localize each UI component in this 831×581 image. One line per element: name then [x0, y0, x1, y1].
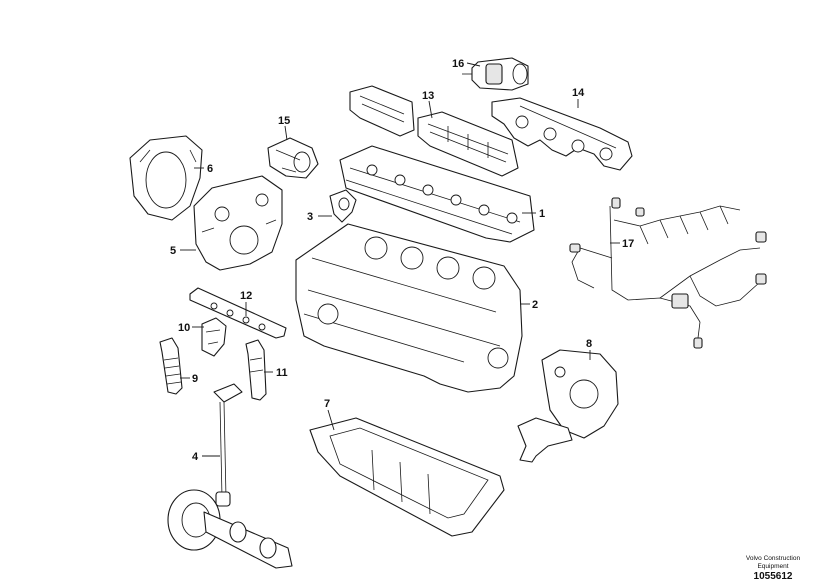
- callout-2: 2: [532, 299, 538, 311]
- callout-3: 3: [307, 211, 313, 223]
- credit-line-2: Equipment: [757, 563, 788, 570]
- callout-16: 16: [452, 58, 464, 70]
- part-thermostat-housing: [329, 189, 357, 223]
- callout-1: 1: [539, 208, 545, 220]
- part-injector-9: [159, 337, 183, 395]
- callout-5: 5: [170, 245, 176, 257]
- part-egr-valve: [462, 57, 529, 91]
- credit-block: Volvo Construction Equipment 1055612: [746, 555, 801, 581]
- callout-11: 11: [276, 367, 288, 379]
- callout-12: 12: [240, 290, 252, 302]
- part-engine-block: [295, 223, 523, 393]
- part-exhaust-manifold: [491, 97, 633, 171]
- callout-8: 8: [586, 338, 592, 350]
- credit-line-1: Volvo Construction: [746, 555, 801, 562]
- callout-labels: 16 14 13 15 6 1 3 5 17 2 12 10 8 11 9 7 …: [170, 58, 634, 463]
- callout-4: 4: [192, 451, 199, 463]
- part-valve-covers: [349, 85, 519, 177]
- part-pushrod: [213, 383, 243, 507]
- callout-9: 9: [192, 373, 198, 385]
- callout-6: 6: [207, 163, 213, 175]
- callout-17: 17: [622, 238, 634, 250]
- part-starter-motor: [267, 137, 319, 179]
- part-timing-gear-case: [193, 175, 283, 271]
- callout-7: 7: [324, 398, 330, 410]
- part-cylinder-head: [339, 145, 535, 243]
- leader-lines: [180, 62, 620, 457]
- part-fuel-rail: [189, 287, 287, 339]
- callout-13: 13: [422, 90, 434, 102]
- part-oil-pump: [517, 349, 619, 463]
- part-fuel-valve: [201, 317, 227, 357]
- callout-15: 15: [278, 115, 290, 127]
- part-oil-pan: [309, 417, 505, 537]
- callout-14: 14: [572, 87, 585, 99]
- document-number: 1055612: [754, 571, 793, 581]
- part-injector-11: [245, 339, 267, 401]
- callout-10: 10: [178, 322, 190, 334]
- part-flywheel-housing: [129, 135, 203, 221]
- part-camshaft: [167, 489, 293, 569]
- part-wiring-harness: [569, 197, 767, 349]
